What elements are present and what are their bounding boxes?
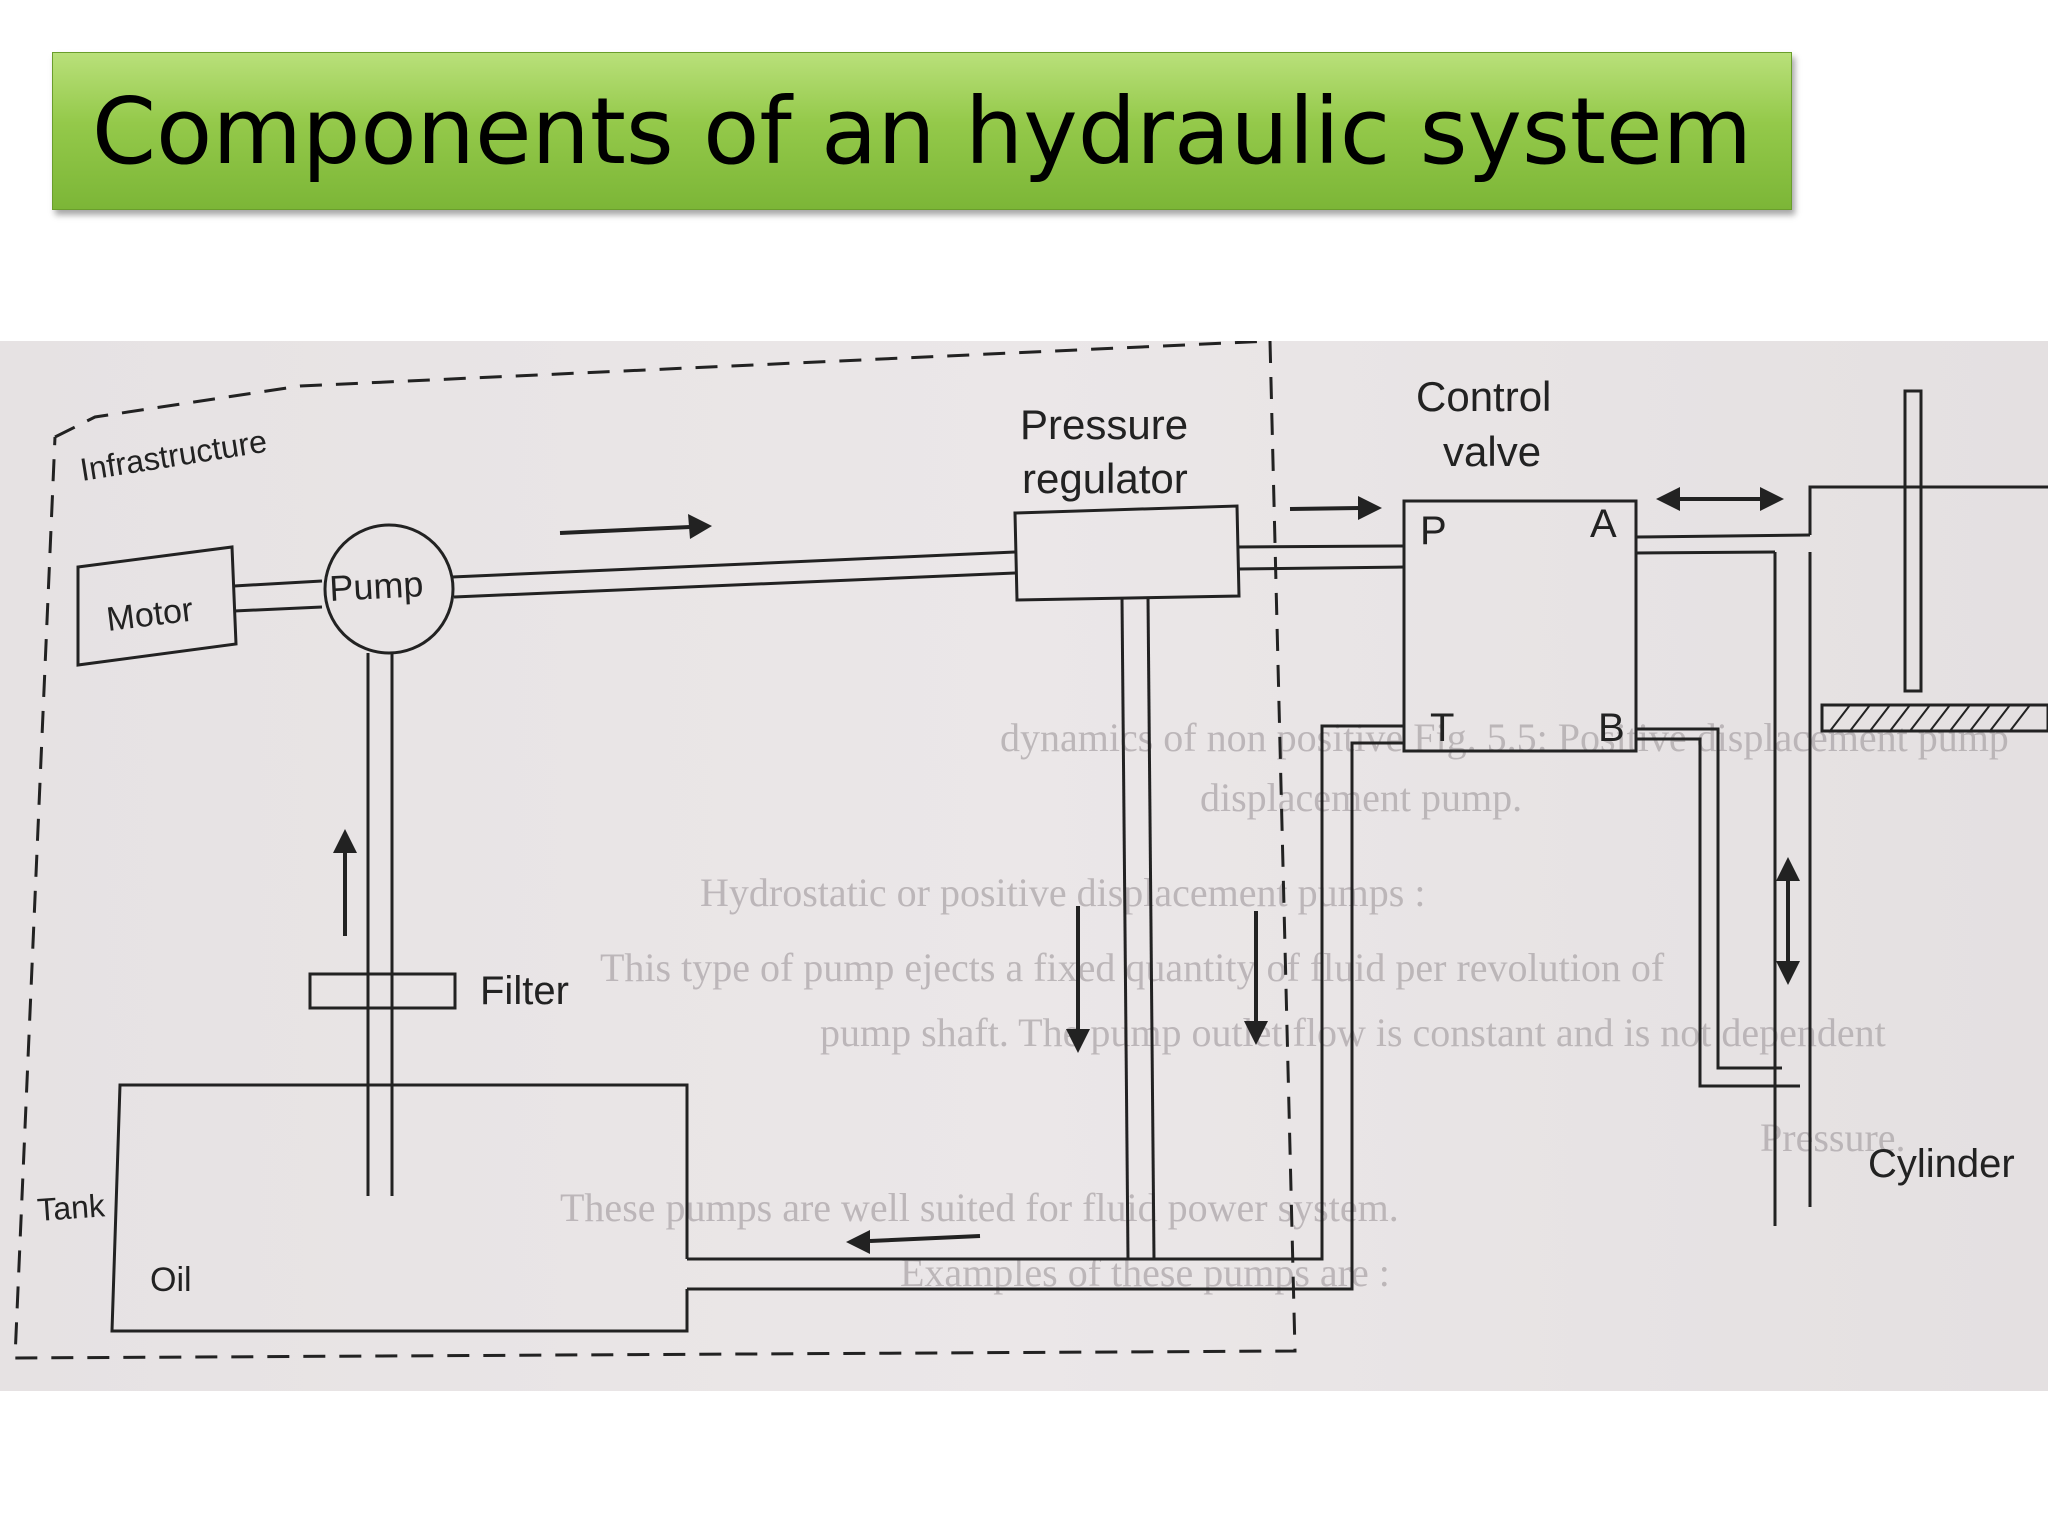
pressure-regulator-box: [1013, 504, 1241, 602]
hydraulic-system-diagram: dynamics of non positive Fig. 5.5: Posit…: [13, 341, 2048, 1360]
motor-box: [76, 545, 238, 667]
port-p-label: P: [1420, 509, 1447, 553]
cylinder-label: Cylinder: [1868, 1142, 2015, 1186]
infrastructure-label: Infrastructure: [77, 423, 269, 488]
control-valve-box: [1402, 499, 1638, 753]
oil-label: Oil: [150, 1261, 192, 1299]
control-valve-label-line1: Control: [1416, 373, 1551, 420]
piston-rod: [1903, 389, 1923, 693]
double-arrow-horizontal-icon: [1656, 487, 1784, 511]
arrow-down-icon: [1244, 911, 1268, 1045]
pump-label: Pump: [328, 563, 424, 609]
svg-text:displacement pump.: displacement pump.: [1200, 775, 1522, 820]
piston: [1820, 703, 2048, 733]
port-b-label: B: [1598, 706, 1625, 750]
port-t-label: T: [1430, 706, 1454, 750]
diagram-lines: [13, 341, 2048, 1360]
svg-text:Hydrostatic or positive displa: Hydrostatic or positive displacement pum…: [700, 870, 1425, 915]
pressure-regulator-label-line2: regulator: [1022, 455, 1188, 502]
arrow-right-icon: [559, 514, 712, 539]
show-through-text: dynamics of non positive Fig. 5.5: Posit…: [560, 715, 2009, 1295]
slide-title: Components of an hydraulic system: [91, 77, 1753, 185]
port-a-label: A: [1590, 502, 1617, 546]
diagram-photo: dynamics of non positive Fig. 5.5: Posit…: [0, 341, 2048, 1391]
arrow-down-icon: [1066, 906, 1090, 1053]
double-arrow-vertical-icon: [1776, 857, 1800, 985]
svg-text:This type of pump ejects a fix: This type of pump ejects a fixed quantit…: [600, 945, 1665, 990]
infrastructure-boundary: [13, 341, 1297, 1360]
control-valve-label-line2: valve: [1443, 428, 1541, 475]
arrow-left-icon: [846, 1230, 981, 1254]
arrow-up-icon: [333, 829, 357, 936]
tank-label: Tank: [36, 1187, 107, 1228]
pump-circle: [323, 523, 455, 655]
flow-arrows: [333, 487, 1800, 1254]
cylinder-body: [1808, 485, 2048, 535]
tank: [110, 1083, 689, 1333]
svg-text:Pressure.: Pressure.: [1760, 1115, 1906, 1160]
motor-label: Motor: [104, 591, 195, 639]
arrow-right-icon: [1289, 496, 1382, 520]
svg-text:These pumps are well suited fo: These pumps are well suited for fluid po…: [560, 1185, 1399, 1230]
filter-label: Filter: [480, 969, 569, 1013]
filter: [308, 972, 457, 1010]
pressure-regulator-label-line1: Pressure: [1020, 401, 1188, 448]
title-banner: Components of an hydraulic system: [52, 52, 1792, 210]
